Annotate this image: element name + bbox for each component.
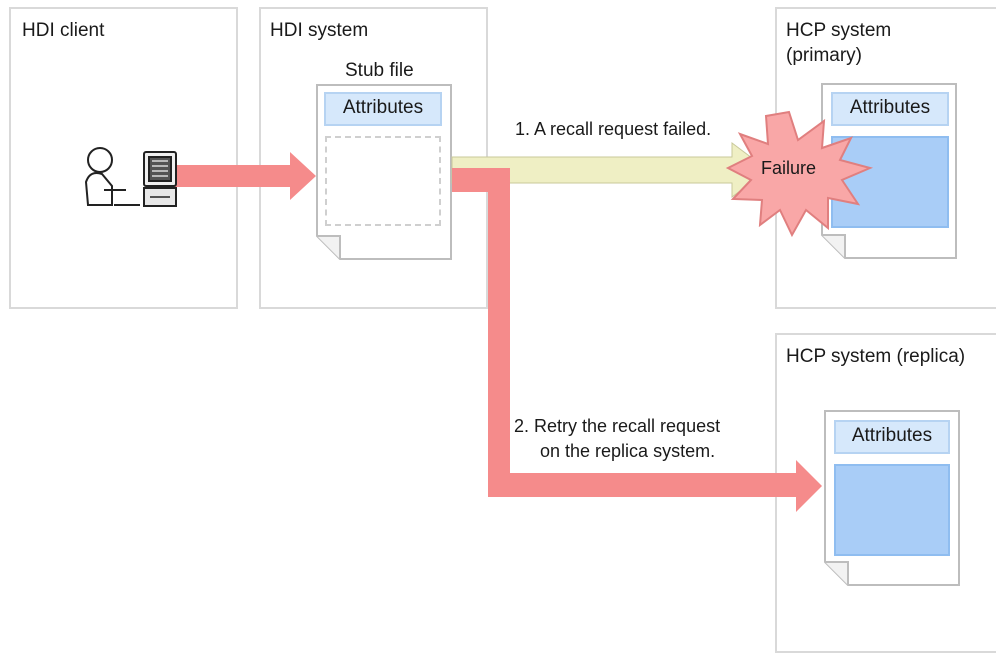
step2-label-line2: on the replica system. xyxy=(540,441,716,461)
replica-document: Attributes xyxy=(824,410,960,586)
hdi-client-panel: HDI client xyxy=(9,7,238,309)
client-request-arrow xyxy=(174,152,316,200)
explosion-burst-icon xyxy=(725,110,874,238)
hcp-primary-title-line2: (primary) xyxy=(786,45,862,66)
stub-attributes-box: Attributes xyxy=(324,92,442,126)
document-outline-icon xyxy=(316,84,452,260)
hdi-client-title: HDI client xyxy=(22,20,105,41)
replica-attributes-box: Attributes xyxy=(834,420,950,454)
user-at-computer-icon xyxy=(84,147,177,207)
hcp-primary-title-line1: HCP system xyxy=(786,20,892,41)
primary-document: Attributes xyxy=(821,83,957,259)
step2-label-line1: 2. Retry the recall request xyxy=(514,416,721,436)
stub-file-label: Stub file xyxy=(345,60,414,81)
hdi-system-title: HDI system xyxy=(270,20,369,41)
replica-data-box xyxy=(834,464,950,556)
primary-data-box xyxy=(831,136,949,228)
stub-data-placeholder xyxy=(325,136,441,226)
step1-label: 1. A recall request failed. xyxy=(515,119,712,139)
stub-file-document: Attributes xyxy=(316,84,452,260)
retry-recall-arrow xyxy=(452,168,822,512)
primary-attributes-box: Attributes xyxy=(831,92,949,126)
hcp-replica-title: HCP system (replica) xyxy=(786,346,966,367)
diagram-overlay xyxy=(84,110,874,512)
failure-label: Failure xyxy=(761,158,817,178)
